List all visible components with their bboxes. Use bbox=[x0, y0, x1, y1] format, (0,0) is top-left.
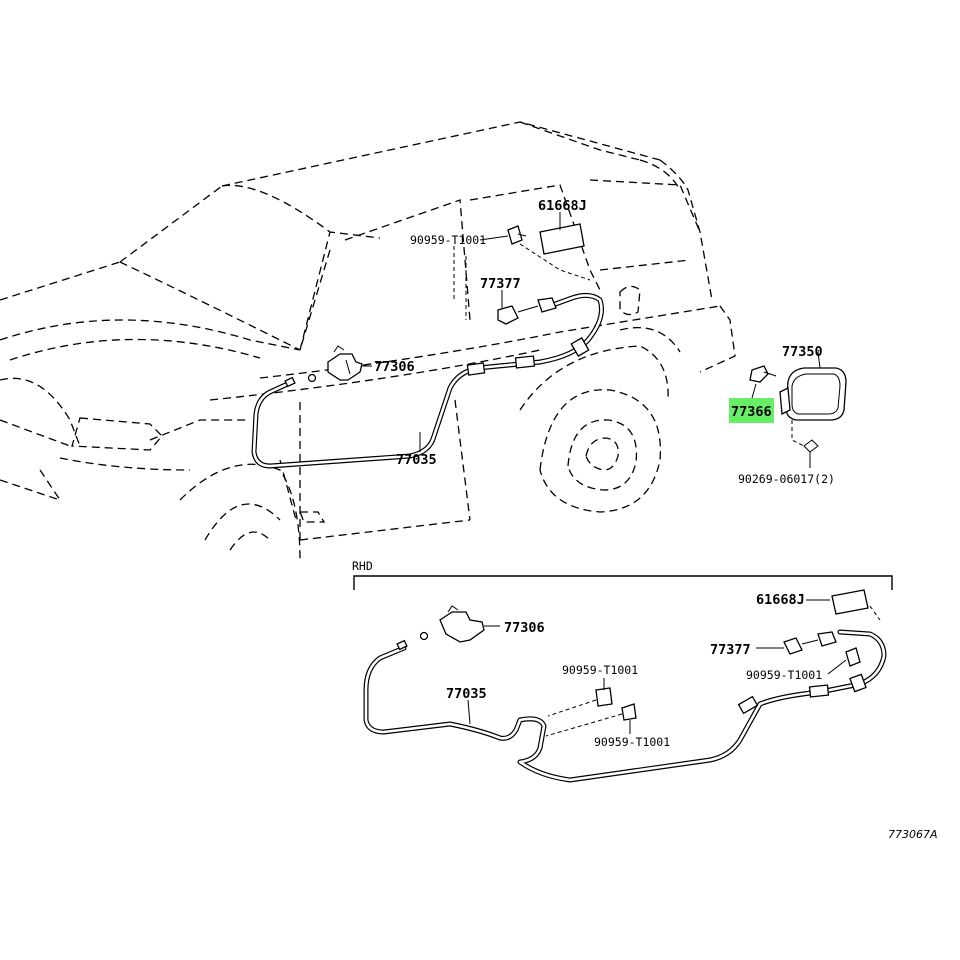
rhd-clip-90959-shape bbox=[845, 647, 861, 667]
rhd-cable-end-fitting bbox=[817, 631, 837, 647]
cable-end-tip bbox=[284, 376, 296, 388]
rhd-label-61668J: 61668J bbox=[756, 592, 805, 608]
opener-lever-77306 bbox=[327, 353, 363, 381]
fuel-door-assembly bbox=[749, 351, 847, 468]
part-77377-shape bbox=[497, 305, 519, 325]
vehicle-outline bbox=[0, 121, 736, 561]
rhd-cable-end-tip bbox=[396, 639, 408, 651]
main-labels: 61668J 90959-T1001 77377 77306 77035 773… bbox=[374, 198, 835, 486]
label-90269-06017: 90269-06017(2) bbox=[738, 472, 835, 486]
rhd-label-plate-61668J bbox=[831, 589, 869, 615]
rhd-label-90959-T1001-c: 90959-T1001 bbox=[594, 735, 670, 749]
cable-sleeve bbox=[466, 362, 486, 376]
fuel-door-hinge bbox=[779, 386, 791, 416]
fuel-door-77350 bbox=[785, 367, 847, 421]
cable-sleeve bbox=[570, 337, 590, 357]
rhd-clip-90959-mid-a bbox=[595, 687, 613, 707]
rhd-title: RHD bbox=[352, 559, 373, 573]
part-77366-shape bbox=[749, 365, 769, 383]
label-77035: 77035 bbox=[396, 452, 437, 468]
label-77377: 77377 bbox=[480, 276, 521, 292]
clip-90959-shape bbox=[507, 225, 523, 245]
rhd-cable-sleeve bbox=[849, 673, 867, 693]
rhd-cable-end-ball bbox=[419, 631, 429, 641]
rhd-bracket bbox=[353, 575, 893, 590]
cable-sleeve bbox=[514, 355, 536, 369]
cable-end-fitting bbox=[537, 297, 557, 313]
rhd-section: RHD bbox=[352, 559, 893, 783]
rhd-opener-lever-77306 bbox=[439, 611, 485, 643]
rhd-label-77035: 77035 bbox=[446, 686, 487, 702]
rhd-part-77377-shape bbox=[783, 637, 803, 655]
rhd-cable-sleeve bbox=[808, 684, 830, 698]
label-61668J: 61668J bbox=[538, 198, 587, 214]
rhd-label-90959-T1001-b: 90959-T1001 bbox=[562, 663, 638, 677]
rhd-label-77306: 77306 bbox=[504, 620, 545, 636]
label-90959-T1001: 90959-T1001 bbox=[410, 233, 486, 247]
rhd-clip-90959-mid-b bbox=[621, 703, 637, 721]
figure-code: 773067A bbox=[888, 828, 938, 841]
main-leaders bbox=[362, 212, 757, 452]
label-plate-61668J bbox=[539, 223, 585, 255]
label-77350: 77350 bbox=[782, 344, 823, 360]
screw-90269-shape bbox=[803, 439, 819, 453]
rhd-label-77377: 77377 bbox=[710, 642, 751, 658]
cable-end-ball bbox=[307, 373, 317, 383]
label-77306: 77306 bbox=[374, 359, 415, 375]
rhd-cable-sleeve bbox=[737, 695, 759, 715]
label-77366: 77366 bbox=[731, 404, 772, 420]
rhd-label-90959-T1001-a: 90959-T1001 bbox=[746, 668, 822, 682]
main-cable-assembly bbox=[251, 223, 604, 469]
highlight-77366 bbox=[729, 398, 774, 423]
